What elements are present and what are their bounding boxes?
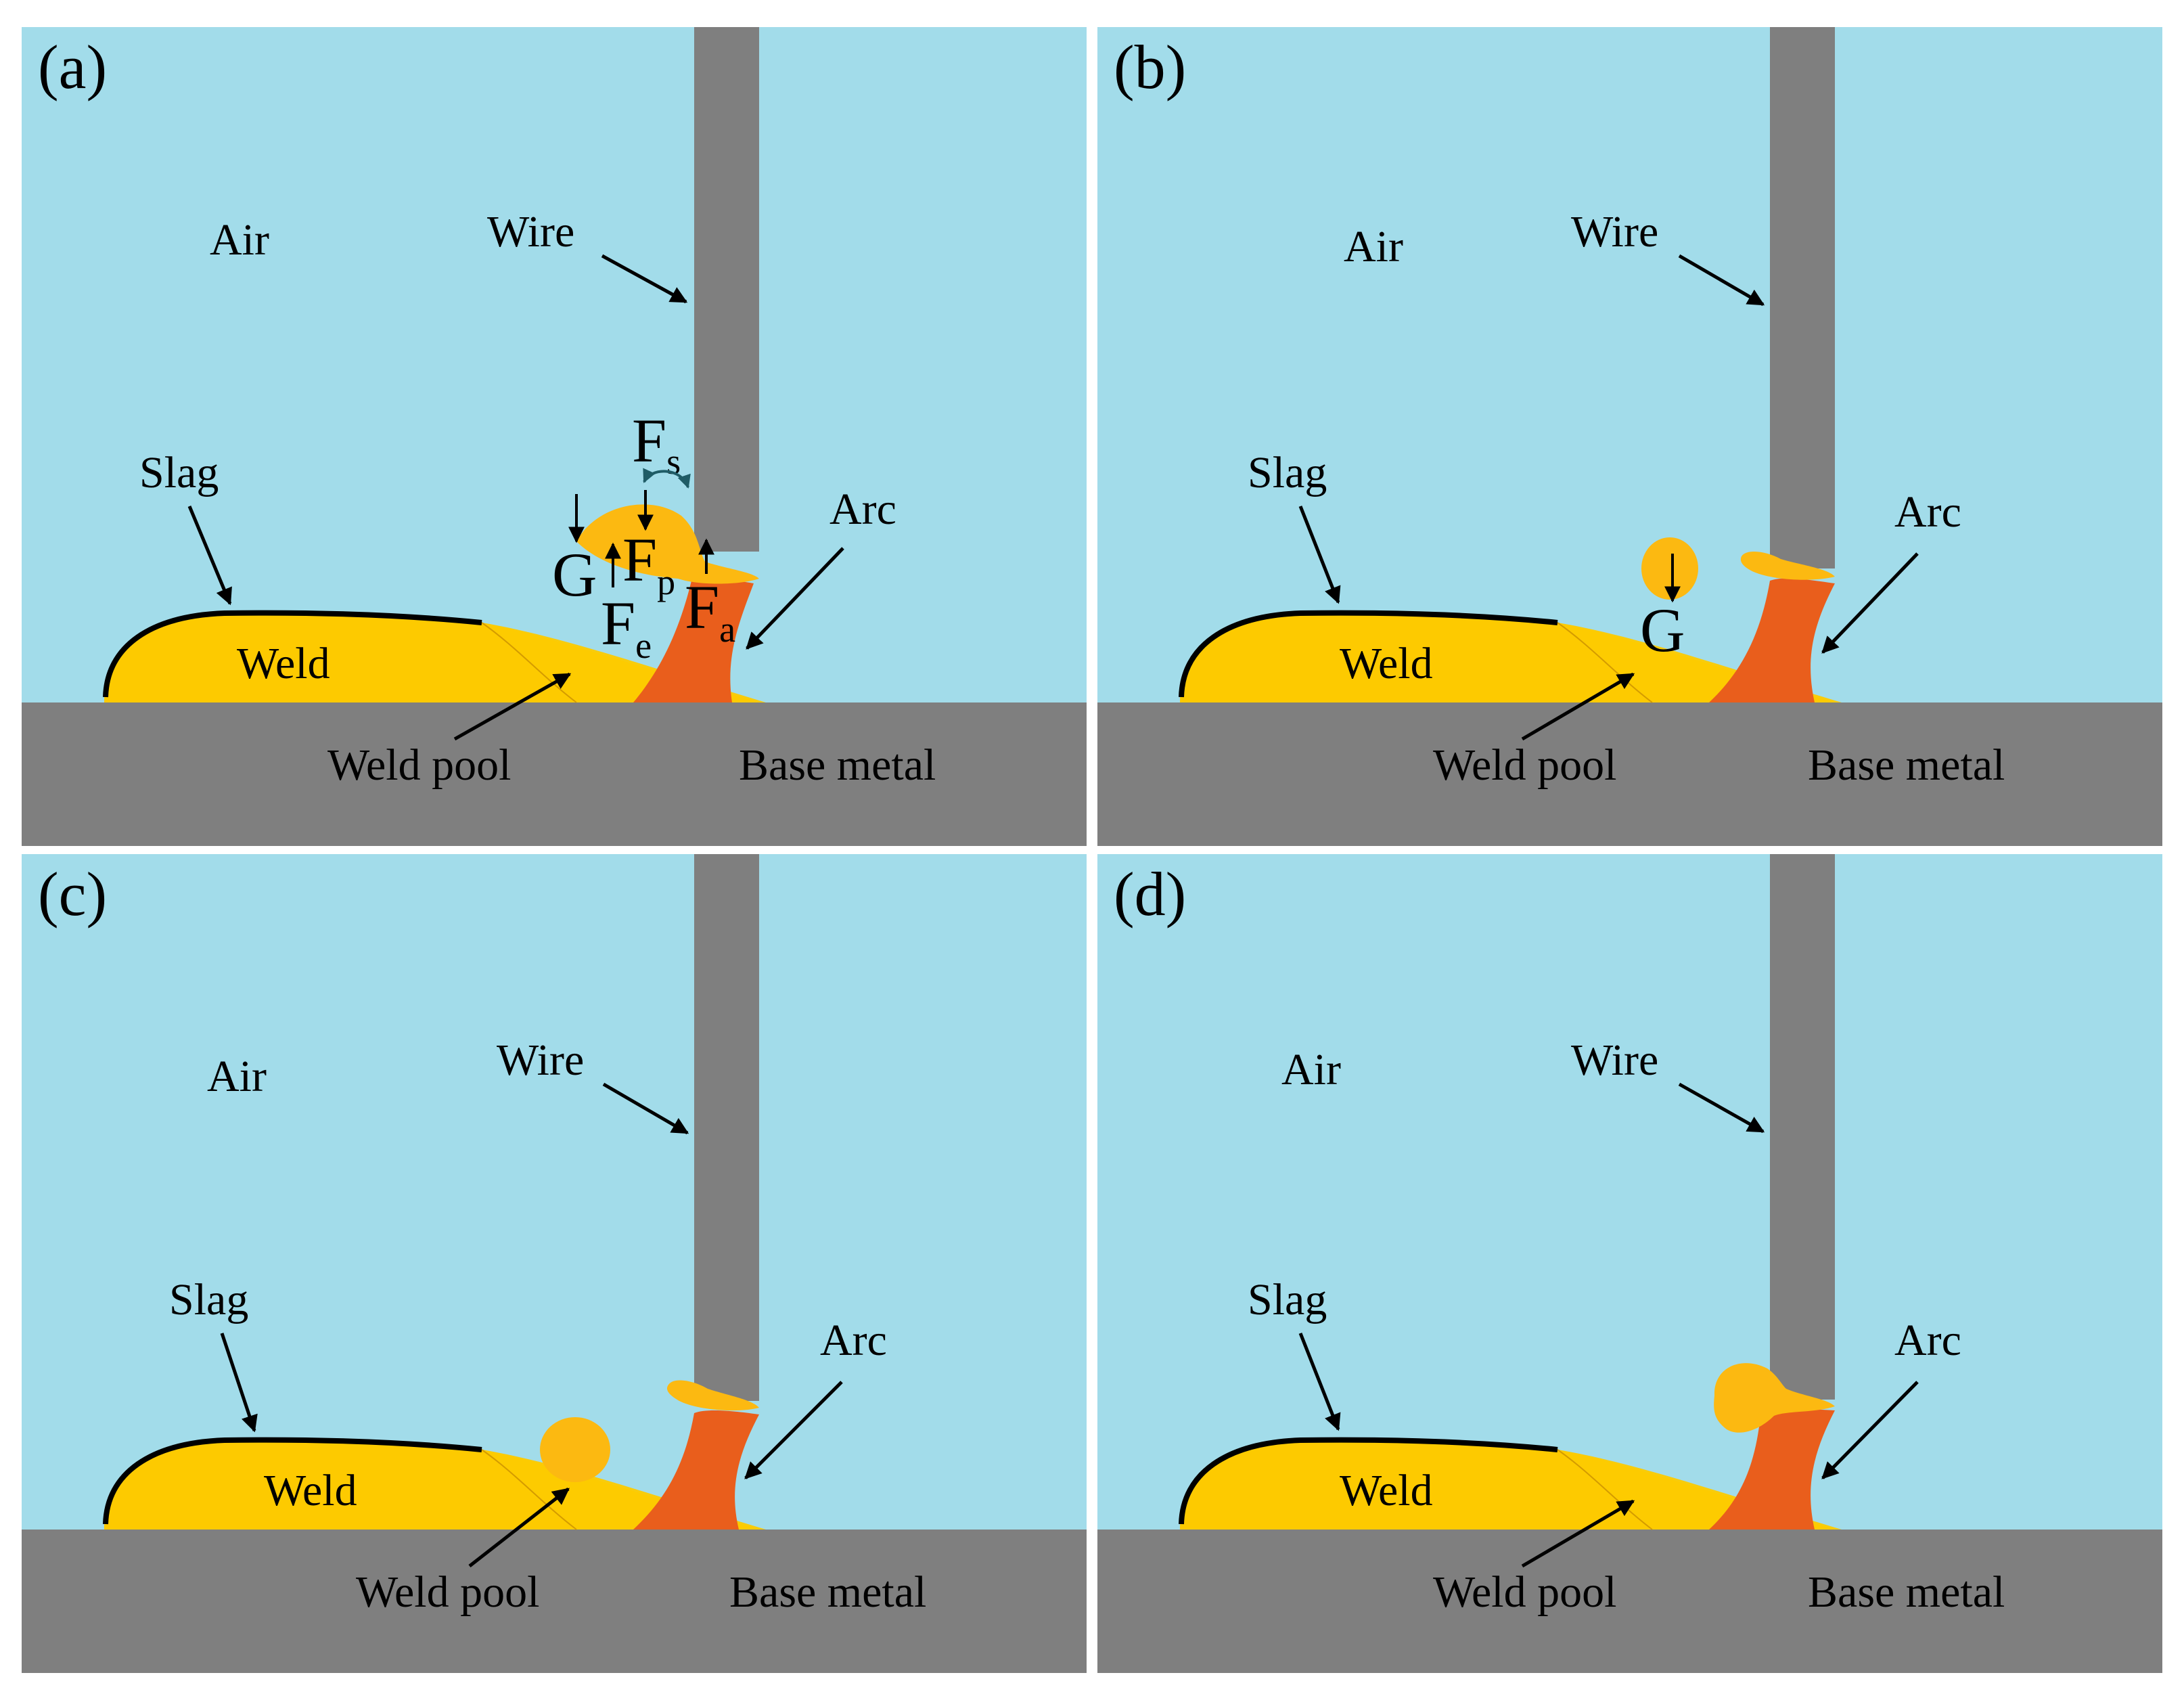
arc-pointer-arrow	[1821, 552, 1919, 654]
wire-label: Wire	[1571, 1035, 1658, 1085]
weld-label: Weld	[264, 1466, 357, 1515]
weld-pool-label: Weld pool	[1433, 1567, 1616, 1617]
slag-pointer-arrow	[1298, 1333, 1341, 1431]
panel-tag: (a)	[38, 32, 107, 102]
force-g-label: G	[1640, 596, 1685, 665]
air-label: Air	[1344, 222, 1403, 271]
force-fe-label: Fe	[601, 589, 652, 666]
weld-label: Weld	[1340, 639, 1433, 688]
droplet	[576, 504, 759, 584]
growing-droplet	[1714, 1363, 1835, 1433]
wire-tip-droplet	[666, 1380, 759, 1411]
panel-a: (a) Air Wire Slag Arc Weld Weld pool Bas…	[22, 27, 1087, 846]
wire-pointer-arrow	[1678, 1082, 1765, 1134]
force-fs-arrow	[643, 468, 691, 489]
panel-b: G (b) Air Wire Slag Arc Weld Weld pool B…	[1097, 27, 2162, 846]
base-metal-label: Base metal	[1808, 740, 2005, 790]
weld-pool-pointer-arrow	[1521, 1499, 1635, 1568]
slag-label: Slag	[1248, 1275, 1327, 1324]
weld-pool-outline	[481, 1449, 577, 1530]
weld-pool-outline	[1557, 622, 1653, 703]
arc-label: Arc	[820, 1316, 887, 1365]
air-label: Air	[210, 215, 269, 265]
wire-pointer-arrow	[1678, 254, 1765, 307]
weld-pool-outline	[1557, 1449, 1653, 1530]
weld-pool-label: Weld pool	[327, 740, 511, 790]
wire-tip-droplet	[1740, 552, 1835, 580]
weld-pool-label: Weld pool	[356, 1567, 539, 1617]
base-metal-label: Base metal	[1808, 1567, 2005, 1617]
panel-tag: (b)	[1114, 32, 1186, 102]
arc-plasma	[1709, 578, 1835, 702]
droplet	[1641, 537, 1698, 600]
weld-label: Weld	[1340, 1466, 1433, 1515]
panel-c: (c) Air Wire Slag Arc Weld Weld pool Bas…	[22, 854, 1087, 1673]
weld-pool-pointer-arrow	[468, 1488, 570, 1567]
panel-tag: (d)	[1114, 860, 1186, 929]
arc-label: Arc	[1894, 487, 1961, 537]
slag-line	[1179, 1437, 1558, 1525]
arc-pointer-arrow	[1821, 1381, 1919, 1479]
arc-pointer-arrow	[746, 547, 844, 650]
panel-d: (d) Air Wire Slag Arc Weld Weld pool Bas…	[1097, 854, 2162, 1673]
force-g-label: G	[552, 540, 597, 609]
air-label: Air	[1281, 1045, 1341, 1094]
base-metal-label: Base metal	[739, 740, 936, 790]
slag-line	[103, 610, 482, 698]
droplet-landed	[540, 1417, 610, 1482]
weld-pool-label: Weld pool	[1433, 740, 1616, 790]
wire-label: Wire	[487, 207, 574, 256]
arc-pointer-arrow	[744, 1381, 843, 1479]
wire	[1770, 854, 1835, 1400]
arc-label: Arc	[829, 485, 896, 534]
wire	[694, 854, 759, 1401]
wire	[1770, 27, 1835, 568]
weld-pool-outline	[481, 622, 577, 703]
slag-pointer-arrow	[1298, 506, 1341, 604]
wire-pointer-arrow	[602, 1082, 689, 1135]
slag-pointer-arrow	[220, 1333, 258, 1433]
wire-label: Wire	[1571, 207, 1658, 256]
base-metal-region	[1097, 1530, 2162, 1673]
arc-plasma	[633, 1410, 759, 1530]
slag-label: Slag	[169, 1275, 248, 1324]
arc-label: Arc	[1894, 1316, 1961, 1365]
air-label: Air	[207, 1052, 267, 1101]
weld-pool-pointer-arrow	[1521, 672, 1635, 741]
slag-pointer-arrow	[187, 506, 232, 606]
arc-plasma	[633, 578, 754, 702]
slag-line	[103, 1437, 482, 1525]
force-fa-label: Fa	[685, 573, 735, 650]
arc-plasma	[1709, 1409, 1835, 1530]
base-metal-region	[22, 702, 1087, 846]
wire-label: Wire	[497, 1035, 584, 1085]
wire-pointer-arrow	[601, 254, 688, 304]
weld-label: Weld	[237, 639, 330, 688]
weld-pool-pointer-arrow	[453, 672, 572, 741]
base-metal-region	[1097, 702, 2162, 846]
slag-label: Slag	[139, 448, 219, 497]
slag-line	[1179, 610, 1558, 698]
panel-tag: (c)	[38, 860, 107, 929]
slag-label: Slag	[1248, 448, 1327, 497]
force-fp-label: Fp	[622, 525, 675, 602]
base-metal-label: Base metal	[729, 1567, 926, 1617]
wire	[694, 27, 759, 552]
base-metal-region	[22, 1530, 1087, 1673]
